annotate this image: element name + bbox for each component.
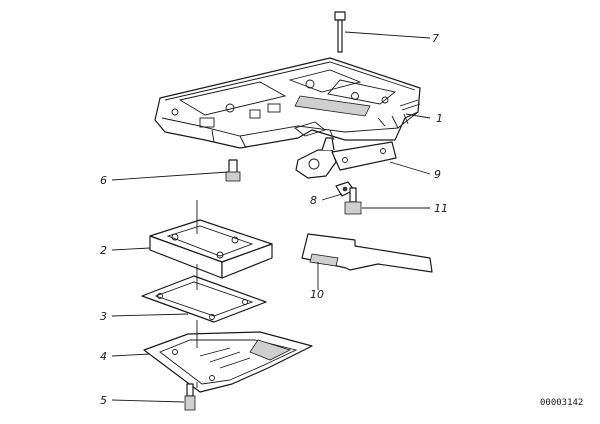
callout-2: 2 bbox=[100, 244, 107, 257]
callout-11: 11 bbox=[434, 202, 448, 215]
screw-6 bbox=[225, 159, 241, 182]
callout-10: 10 bbox=[310, 288, 324, 301]
callout-1: 1 bbox=[436, 112, 443, 125]
callout-8: 8 bbox=[310, 194, 317, 207]
selector-lever bbox=[295, 137, 337, 179]
plate-10 bbox=[301, 233, 433, 273]
callout-6: 6 bbox=[100, 174, 107, 187]
callout-9: 9 bbox=[434, 168, 441, 181]
reference-number: 00003142 bbox=[540, 398, 583, 408]
bracket-plate bbox=[331, 141, 397, 171]
oil-filter-screen bbox=[143, 331, 313, 393]
screw-5 bbox=[184, 383, 196, 411]
leader-lines bbox=[111, 31, 431, 403]
callout-5: 5 bbox=[100, 394, 107, 407]
callout-7: 7 bbox=[432, 32, 439, 45]
bolt-7 bbox=[334, 11, 346, 53]
intermediate-plate bbox=[149, 219, 273, 279]
callout-4: 4 bbox=[100, 350, 107, 363]
callout-3: 3 bbox=[100, 310, 107, 323]
screw-11 bbox=[344, 187, 362, 215]
valve-body-assembly bbox=[154, 57, 421, 149]
gasket bbox=[141, 275, 267, 323]
